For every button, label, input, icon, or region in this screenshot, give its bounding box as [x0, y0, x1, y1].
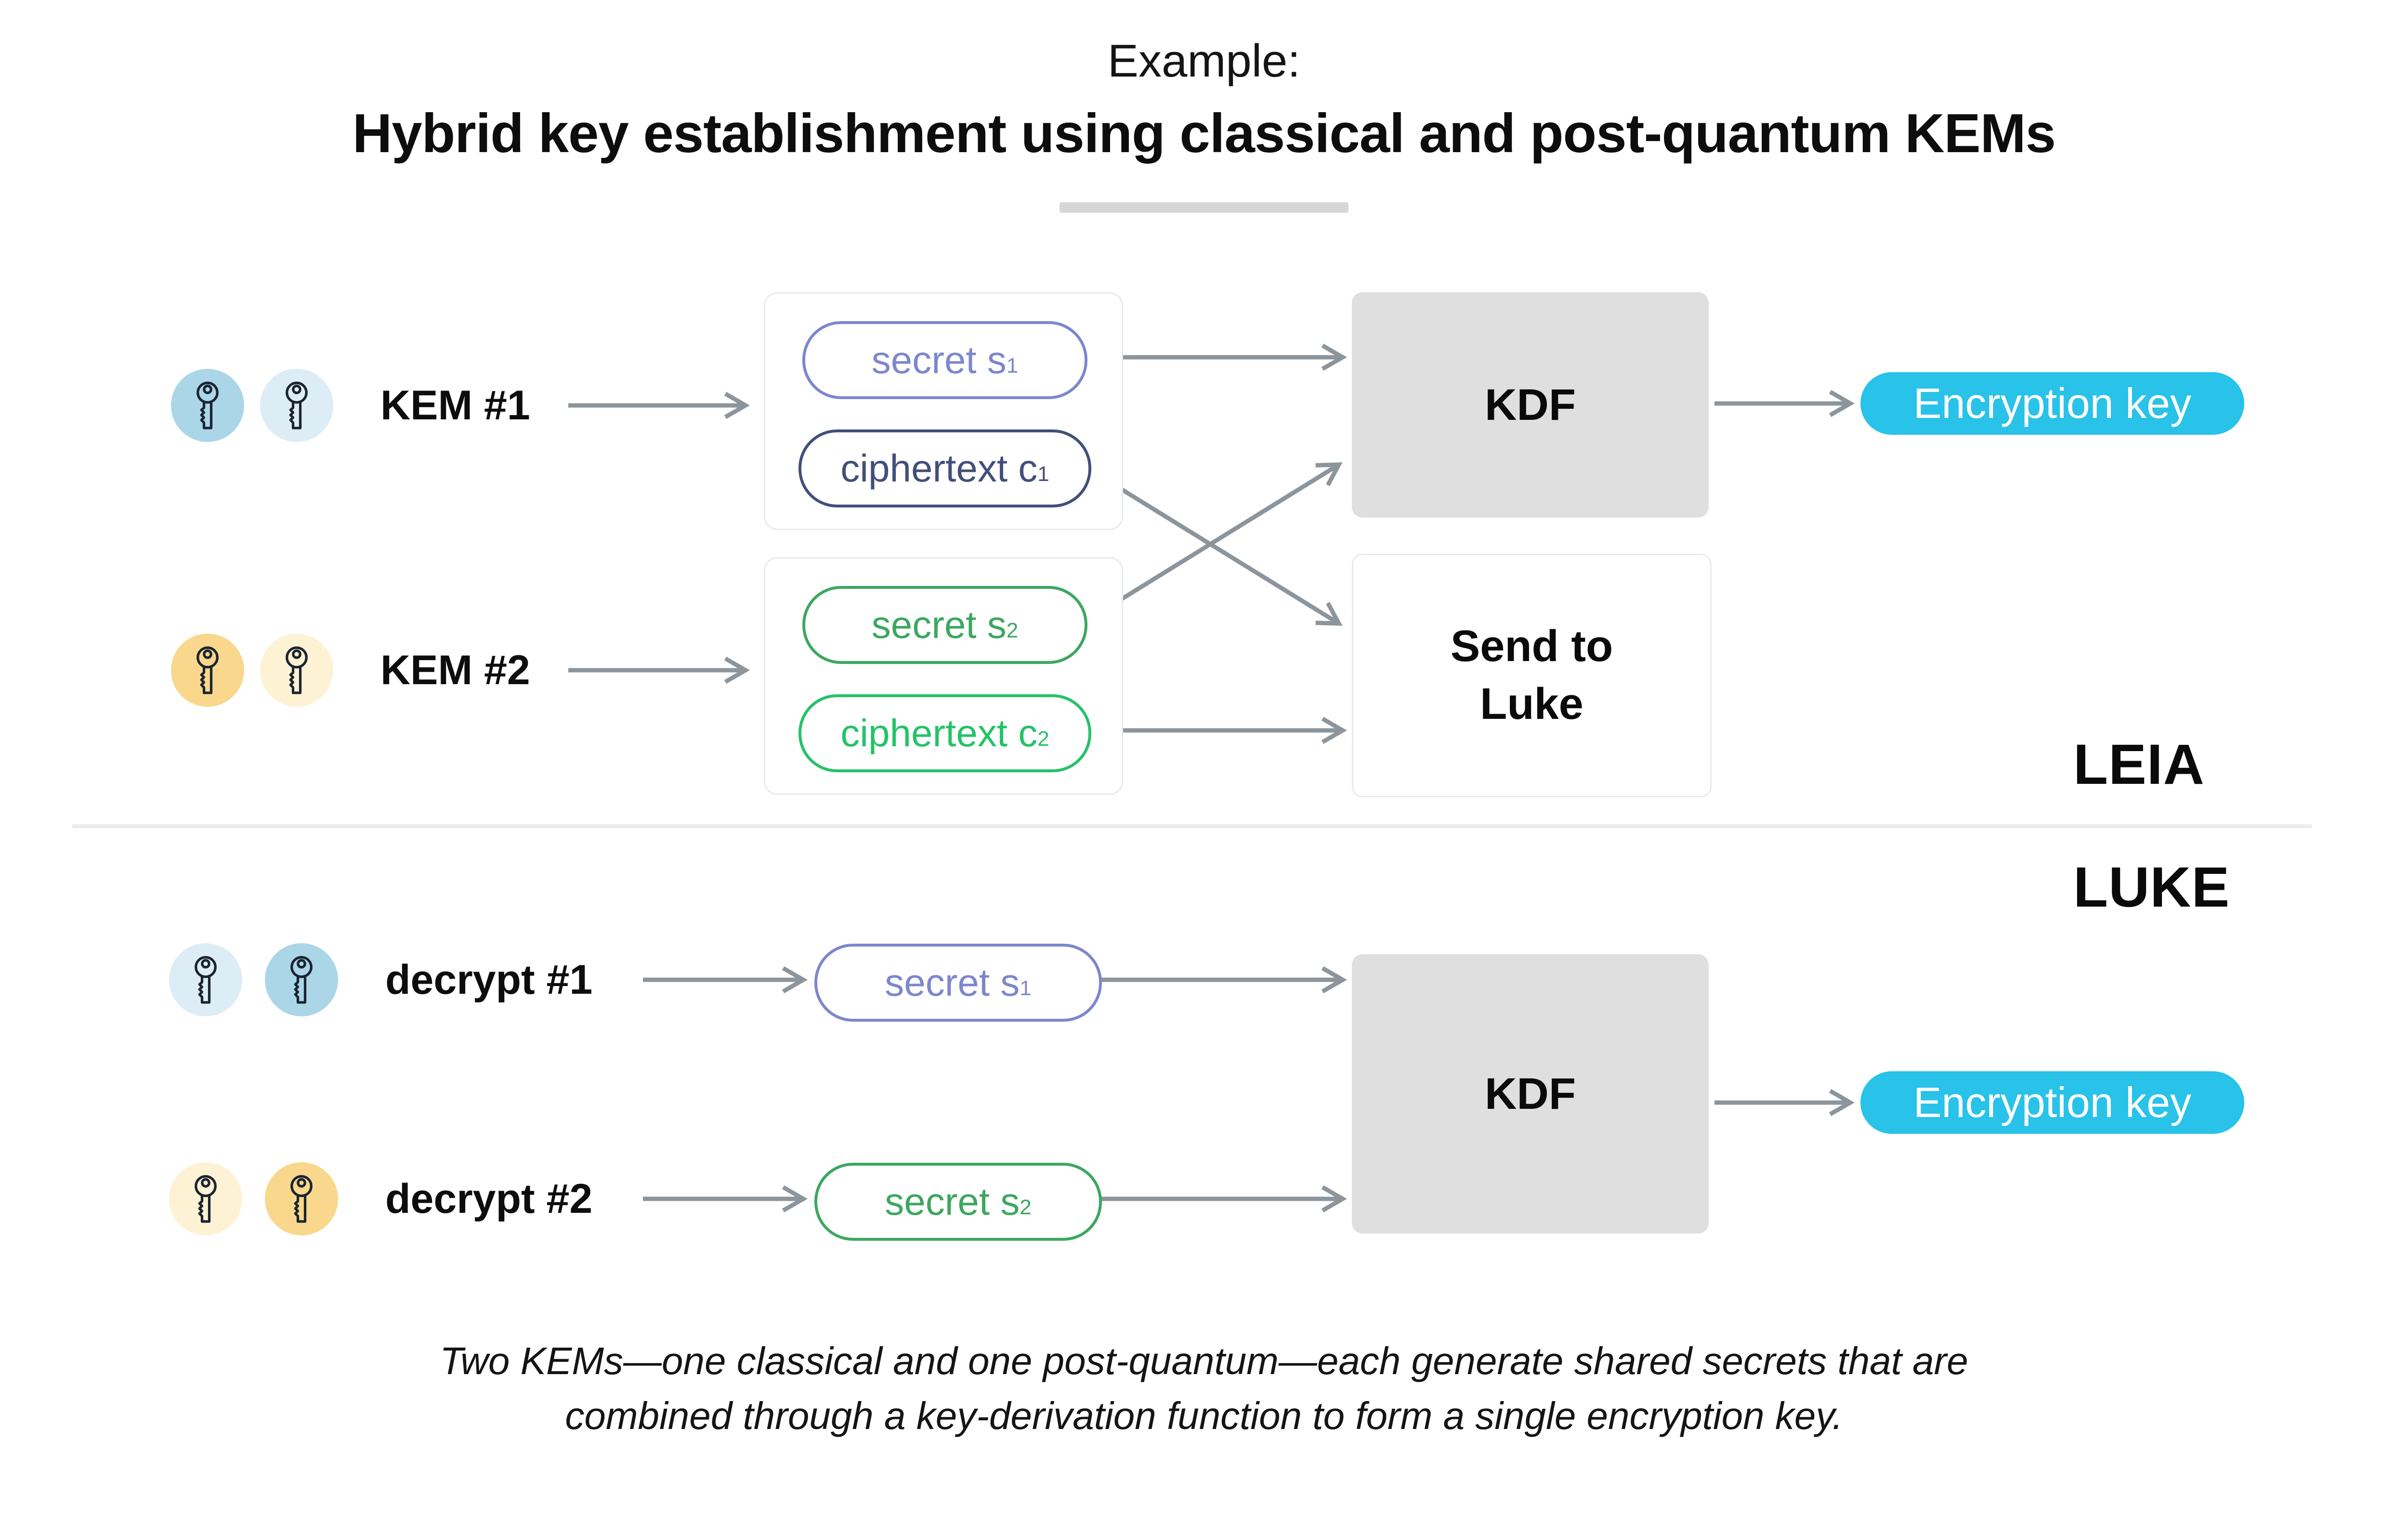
send-to-luke-box: Send to Luke — [1352, 554, 1712, 797]
secret-s2-text: secret s — [885, 1180, 1020, 1223]
decrypt1-label: decrypt #1 — [385, 956, 593, 1003]
ciphertext-c2-text: ciphertext c — [840, 712, 1038, 754]
caption-line1: Two KEMs—one classical and one post-quan… — [440, 1339, 1968, 1382]
secret-s1-text: secret s — [871, 338, 1007, 381]
encryption-key-pill-leia: Encryption key — [1860, 372, 2244, 435]
arrow-secret2-to-kdf — [1085, 462, 1343, 623]
kem2-label: KEM #2 — [380, 647, 530, 693]
kdf-label: KDF — [1484, 380, 1576, 429]
encryption-key-pill-luke: Encryption key — [1860, 1071, 2244, 1134]
key-icon — [171, 369, 244, 442]
actor-label-luke: LUKE — [2073, 856, 2230, 919]
kdf-box-luke: KDF — [1352, 954, 1709, 1234]
kdf-label: KDF — [1484, 1069, 1576, 1118]
arrow-cipher1-to-send — [1088, 468, 1343, 626]
kem1-label: KEM #1 — [380, 382, 530, 429]
send-line2: Luke — [1480, 679, 1584, 728]
key-icon — [171, 634, 244, 707]
kdf-box-leia: KDF — [1352, 292, 1709, 518]
section-divider — [72, 824, 2312, 828]
title-underline — [1060, 202, 1348, 213]
caption-line2: combined through a key-derivation functi… — [565, 1394, 1843, 1437]
key-icon — [169, 943, 242, 1016]
secret-s1-text: secret s — [885, 961, 1020, 1004]
encryption-key-label: Encryption key — [1913, 379, 2192, 427]
key-icon — [260, 369, 333, 442]
secret-s2-text: secret s — [871, 603, 1007, 646]
key-icon — [265, 943, 338, 1016]
diagram-caption: Two KEMs—one classical and one post-quan… — [241, 1334, 2167, 1443]
send-to-luke-label: Send to Luke — [1451, 618, 1613, 733]
encryption-key-label: Encryption key — [1913, 1078, 2192, 1126]
key-icon — [169, 1162, 242, 1235]
actor-label-leia: LEIA — [2073, 733, 2205, 796]
ciphertext-c1-text: ciphertext c — [840, 447, 1038, 490]
key-icon — [265, 1162, 338, 1235]
key-icon — [260, 634, 333, 707]
send-line1: Send to — [1450, 622, 1613, 671]
decrypt2-label: decrypt #2 — [385, 1175, 593, 1222]
diagram-pretitle: Example: — [1107, 35, 1301, 87]
diagram-title: Hybrid key establishment using classical… — [352, 103, 2056, 164]
